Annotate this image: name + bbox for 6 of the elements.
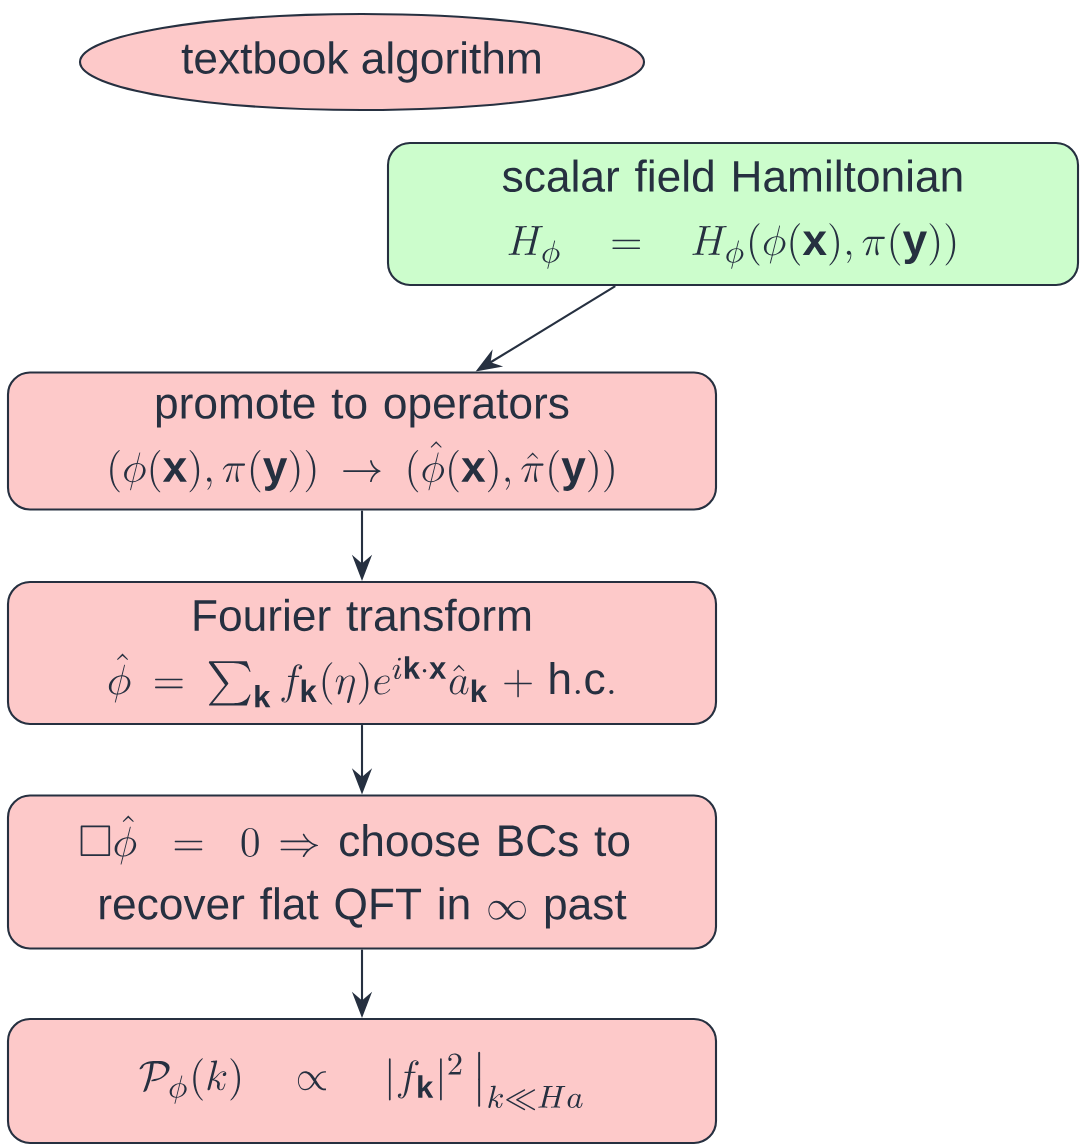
process-box: scalar field Hamiltonian $H_{\phi} \;=\; H_{\phi}(\phi(\mathbf{x}),\pi(\mathbf{y}))$ — [386, 141, 1080, 287]
process-box: Fourier transform $\hat{\phi} = \sum_{\mathbf{k}} f_{\mathbf{k}}(\eta) e^{i\mathbf{k}\cdot\mathbf{x}}\hat{a}_{\mathbf{k}} + \mathrm{h.c.}$ — [6, 580, 718, 726]
process-box: $\mathcal{P}_{\phi}(k) \;\propto\; \left.|f_{\mathbf{k}}|^2\,\right|_{k\ll Ha}$ — [6, 1017, 718, 1145]
process-box: promote to operators $(\phi(\mathbf{x}),\pi(\mathbf{y})) \to (\hat{\phi}(\mathbf{x}),\hat{\pi}(\mathbf{y}))$ — [6, 371, 718, 511]
process-box: $\Box\hat{\phi} \;=\; 0 \Rightarrow \mbox{choose BCs to }\allowbreak\mbox{recover flat QFT in }\infty\mbox{ past}$ — [6, 794, 718, 950]
oval-node: textbook algorithm — [78, 12, 646, 112]
